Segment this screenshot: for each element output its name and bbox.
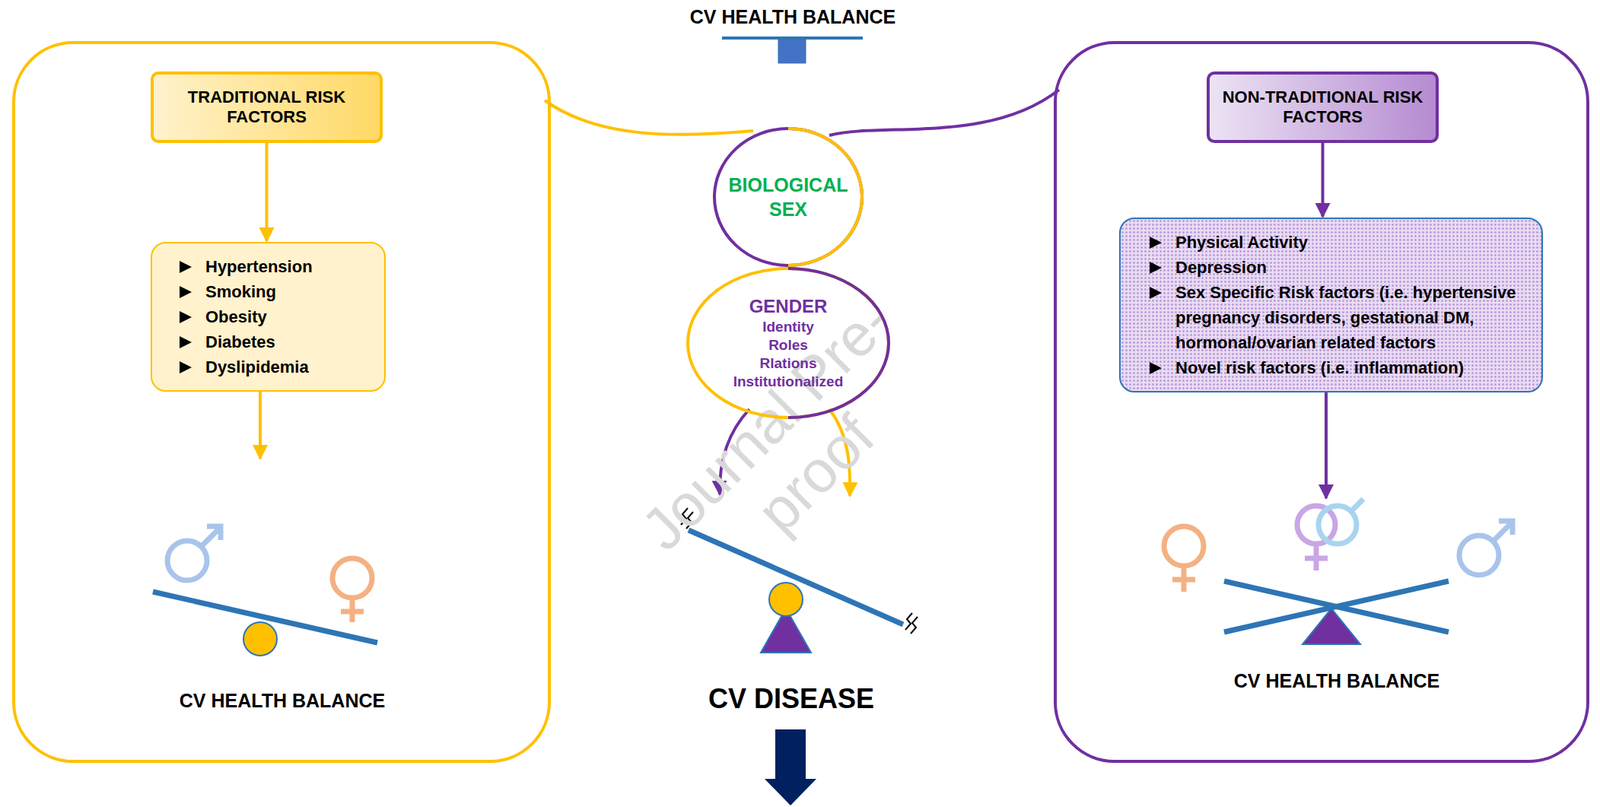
balance-icon [778, 39, 806, 64]
bullet-marker [1149, 362, 1162, 375]
list-item: Obesity [205, 304, 373, 330]
panel-label: CV HEALTH BALANCE [92, 690, 473, 713]
bullet-marker [179, 286, 192, 299]
bullet-marker [1149, 286, 1162, 300]
list-item: Physical Activity [1175, 229, 1531, 255]
balance-icon [722, 36, 863, 40]
region-curve [829, 89, 1060, 136]
group-panel: CV HEALTH BALANCE TRADITIONAL RISK FACTOR… [12, 41, 551, 764]
list-item: Depression [1175, 254, 1531, 280]
ellipse-text: GENDER [749, 295, 828, 319]
list-item: Dyslipidemia [205, 354, 373, 380]
ellipse-text: Identity [762, 318, 815, 337]
fulcrum [1302, 608, 1361, 645]
header-box: TRADITIONAL RISK FACTORS [150, 71, 383, 144]
male-symbol [167, 526, 221, 581]
panel-label: CV HEALTH BALANCE [1146, 670, 1527, 693]
diagram-title: CV HEALTH BALANCE [640, 6, 945, 29]
region-curve [544, 100, 754, 135]
ellipse-node: BIOLOGICAL SEX [712, 126, 865, 268]
outcome-label: CV DISEASE [631, 683, 952, 716]
bullet-marker [179, 311, 192, 324]
flow-arrow [265, 143, 269, 242]
bullet-marker [179, 361, 192, 374]
list-box: HypertensionSmokingObesityDiabetesDyslip… [150, 241, 386, 392]
header-text: TRADITIONAL RISK FACTORS [162, 87, 371, 128]
fulcrum [769, 582, 803, 617]
ellipse-outline [712, 126, 865, 268]
list-item: Sex Specific Risk factors (i.e. hyperten… [1175, 279, 1531, 356]
header-text: NON-TRADITIONAL RISK FACTORS [1218, 87, 1427, 128]
list-item: Diabetes [205, 329, 373, 355]
bullet-marker [179, 260, 192, 274]
gender-symbol [1297, 499, 1364, 571]
female-symbol [332, 558, 373, 623]
ellipse-text: BIOLOGICAL SEX [723, 172, 853, 222]
group-panel: CV HEALTH BALANCE NON-TRADITIONAL RISK FA… [1053, 41, 1590, 764]
list-box: Physical ActivityDepressionSex Specific … [1119, 217, 1543, 393]
list-item: Novel risk factors (i.e. inflammation) [1175, 355, 1531, 381]
flow-arrow [1324, 392, 1328, 499]
female-symbol [1164, 526, 1204, 592]
bullet-marker [179, 336, 192, 349]
bullet-marker [1149, 261, 1162, 274]
ellipse-text: Roles [768, 336, 808, 355]
down-arrow [764, 729, 817, 806]
header-box: NON-TRADITIONAL RISK FACTORS [1206, 71, 1439, 144]
ellipse-text: Rlations [760, 354, 818, 373]
male-symbol [1459, 521, 1513, 576]
list-item: Smoking [205, 279, 373, 305]
flow-arrow [1321, 143, 1325, 217]
fulcrum [243, 622, 277, 656]
flow-arrow [258, 391, 262, 459]
ellipse-node: GENDERIdentityRolesRlationsInstitutional… [685, 266, 891, 420]
bullet-marker [1149, 236, 1162, 249]
list-item: Hypertension [205, 254, 373, 280]
ellipse-text: Institutionalized [733, 372, 844, 392]
